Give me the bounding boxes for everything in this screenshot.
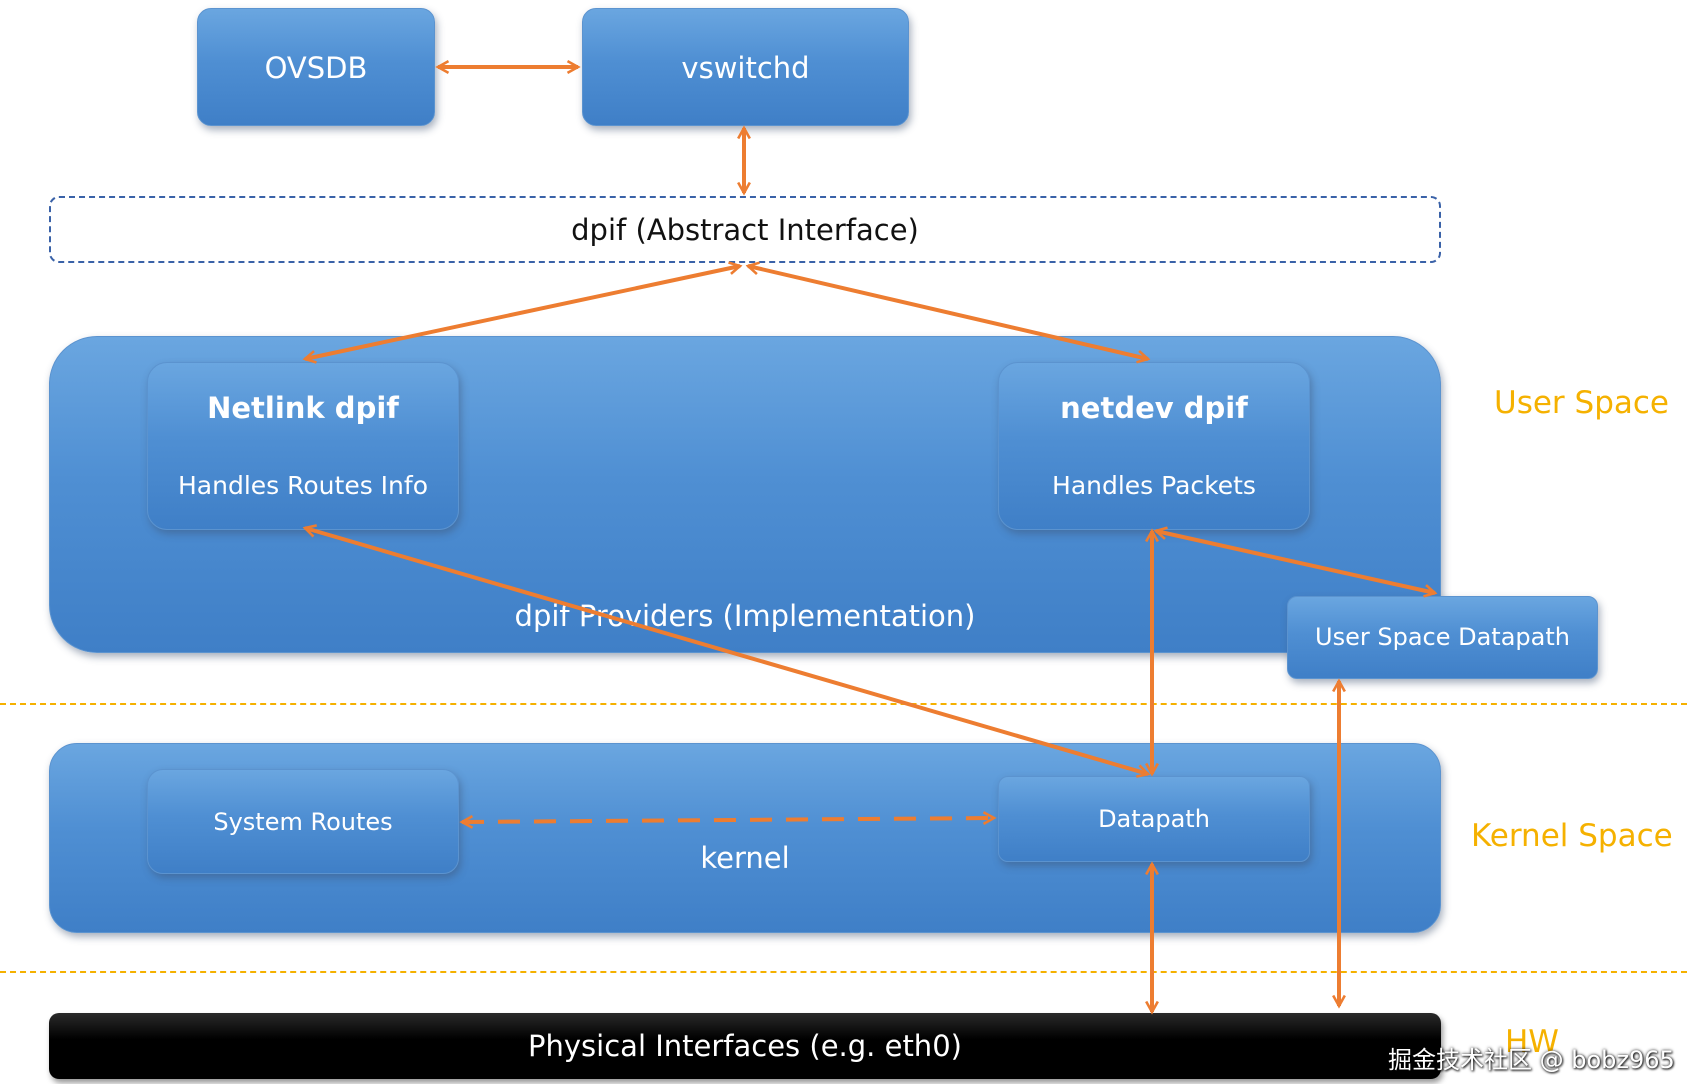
dpif-abstract-interface[interactable]: dpif (Abstract Interface) bbox=[49, 196, 1441, 263]
datapath-box[interactable]: Datapath bbox=[998, 776, 1310, 862]
kernel-hw-boundary bbox=[0, 971, 1687, 973]
netdev-dpif-subtitle: Handles Packets bbox=[1052, 471, 1256, 500]
vswitchd-box[interactable]: vswitchd bbox=[582, 8, 909, 126]
watermark: 掘金技术社区 @ bobz965 bbox=[1388, 1046, 1675, 1074]
system-routes-box[interactable]: System Routes bbox=[147, 769, 459, 874]
kernel-label: kernel bbox=[700, 841, 790, 875]
ovsdb-label: OVSDB bbox=[264, 51, 368, 85]
system-routes-label: System Routes bbox=[213, 808, 393, 836]
kernel-space-label: Kernel Space bbox=[1471, 818, 1673, 854]
ovsdb-box[interactable]: OVSDB bbox=[197, 8, 435, 126]
netlink-dpif-subtitle: Handles Routes Info bbox=[178, 471, 428, 500]
user-kernel-boundary bbox=[0, 703, 1687, 705]
user-space-label: User Space bbox=[1494, 385, 1669, 421]
user-space-datapath-box[interactable]: User Space Datapath bbox=[1287, 596, 1598, 679]
netlink-dpif-box[interactable]: Netlink dpif Handles Routes Info bbox=[147, 362, 459, 530]
user-space-datapath-label: User Space Datapath bbox=[1315, 623, 1570, 651]
netlink-dpif-title: Netlink dpif bbox=[207, 391, 399, 425]
datapath-label: Datapath bbox=[1098, 805, 1210, 833]
hw-label: HW bbox=[1505, 1024, 1559, 1060]
netdev-dpif-title: netdev dpif bbox=[1060, 391, 1248, 425]
netdev-dpif-box[interactable]: netdev dpif Handles Packets bbox=[998, 362, 1310, 530]
vswitchd-label: vswitchd bbox=[681, 51, 810, 85]
dpif-label: dpif (Abstract Interface) bbox=[571, 213, 919, 247]
dpif-providers-label: dpif Providers (Implementation) bbox=[514, 599, 976, 633]
physical-interfaces-label: Physical Interfaces (e.g. eth0) bbox=[528, 1029, 962, 1063]
physical-interfaces-bar[interactable]: Physical Interfaces (e.g. eth0) bbox=[49, 1013, 1441, 1079]
